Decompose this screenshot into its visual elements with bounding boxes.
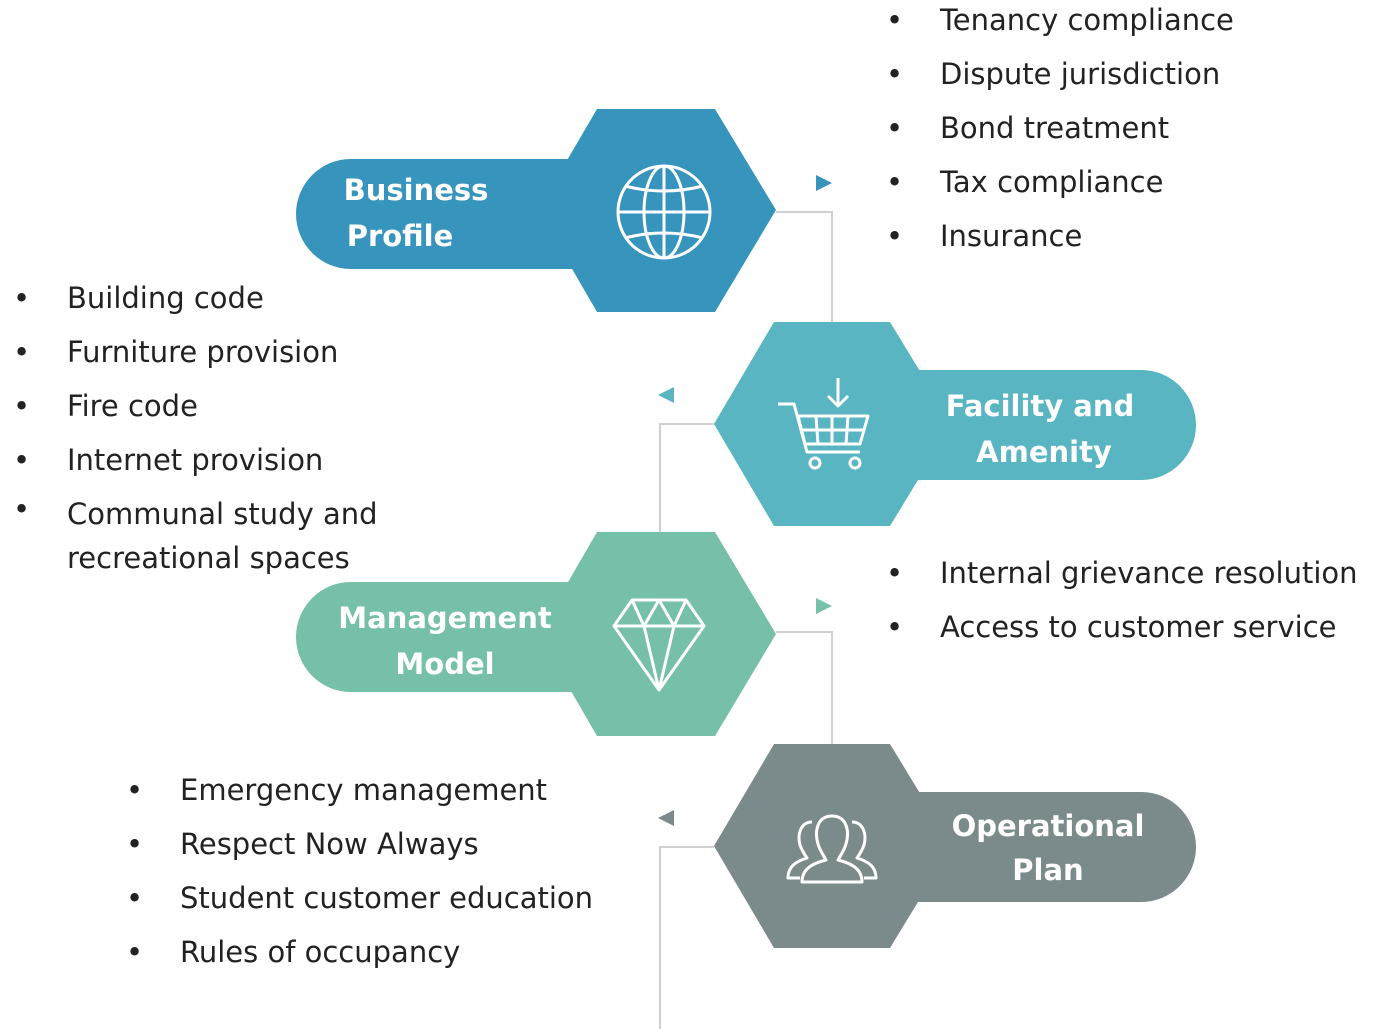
- connector-2-3: [659, 423, 714, 532]
- list-item: Access to customer service: [878, 600, 1358, 654]
- stage-facility-amenity: Facility and Amenity: [714, 322, 1196, 526]
- stage-title-line1: Operational: [952, 809, 1145, 843]
- shopping-cart-icon: [778, 378, 870, 470]
- list-item: Internet provision: [5, 433, 425, 487]
- list-item: Emergency management: [118, 763, 593, 817]
- list-item: Tax compliance: [878, 155, 1234, 209]
- list-item: Building code: [5, 271, 425, 325]
- hexagon-management-model: [538, 532, 776, 736]
- stage-title-line2: Plan: [1012, 853, 1083, 887]
- facility-amenity-list: Building code Furniture provision Fire c…: [5, 271, 425, 580]
- list-item: Furniture provision: [5, 325, 425, 379]
- management-model-list: Internal grievance resolution Access to …: [878, 546, 1358, 654]
- people-group-icon: [786, 814, 878, 884]
- list-item: Fire code: [5, 379, 425, 433]
- stage-title-line2: Profile: [347, 219, 454, 253]
- stage-title-line1: Facility and: [946, 389, 1135, 423]
- arrow-right-3: [816, 598, 832, 614]
- stage-title-line1: Business: [344, 173, 489, 207]
- hexagon-operational-plan: [714, 744, 952, 948]
- list-item: Internal grievance resolution: [878, 546, 1358, 600]
- stage-business-profile: Business Profile: [296, 109, 776, 312]
- connector-lines: [659, 211, 833, 1029]
- operational-plan-list: Emergency management Respect Now Always …: [118, 763, 593, 979]
- stage-title-line2: Model: [395, 647, 494, 681]
- stage-title-line2: Amenity: [976, 435, 1112, 469]
- diamond-icon: [612, 598, 706, 692]
- stage-operational-plan: Operational Plan: [714, 744, 1196, 948]
- list-item: Student customer education: [118, 871, 593, 925]
- connector-1-2: [776, 211, 833, 322]
- stage-management-model: Management Model: [296, 532, 776, 736]
- list-item: Dispute jurisdiction: [878, 47, 1234, 101]
- arrow-left-4: [658, 810, 674, 826]
- list-item: Respect Now Always: [118, 817, 593, 871]
- connector-3-4: [776, 631, 833, 744]
- list-item: Bond treatment: [878, 101, 1234, 155]
- arrow-right-1: [816, 175, 832, 191]
- arrow-left-2: [658, 387, 674, 403]
- business-profile-list: Tenancy compliance Dispute jurisdiction …: [878, 0, 1234, 263]
- list-item: Rules of occupancy: [118, 925, 593, 979]
- connector-4-end: [659, 846, 714, 1029]
- list-item: Insurance: [878, 209, 1234, 263]
- list-item: Communal study and recreational spaces: [5, 487, 425, 580]
- globe-icon: [616, 164, 712, 260]
- list-item: Tenancy compliance: [878, 0, 1234, 47]
- stage-title-line1: Management: [338, 601, 552, 635]
